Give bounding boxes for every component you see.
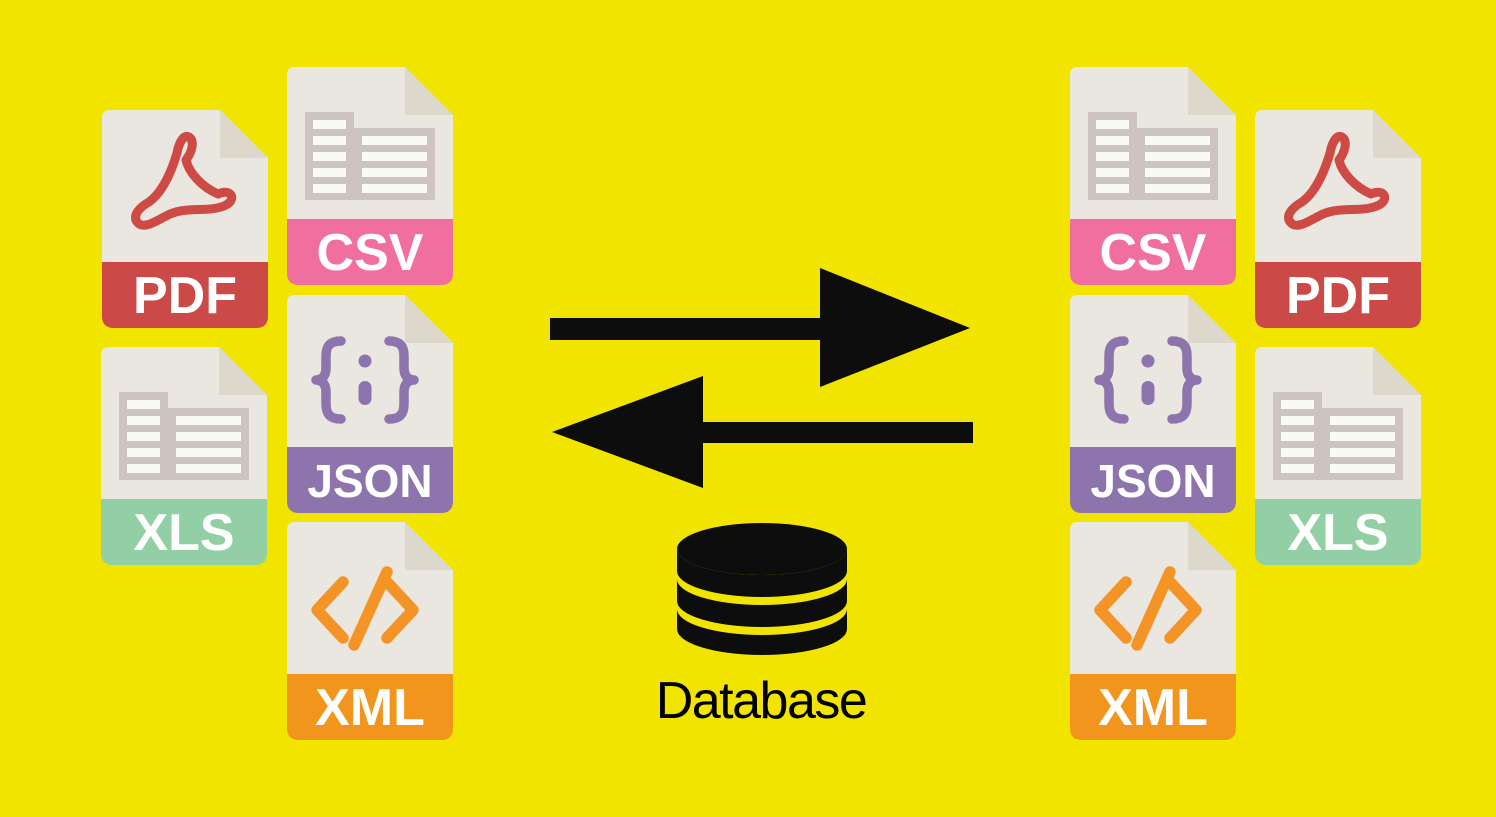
database-label: Database xyxy=(655,672,868,730)
folded-corner xyxy=(1188,67,1236,115)
format-label-csv: CSV xyxy=(316,224,424,282)
format-label-csv: CSV xyxy=(1099,224,1207,282)
file-icon-csv-right: CSV xyxy=(1070,67,1236,285)
file-icon-json-right: JSON xyxy=(1070,295,1236,513)
arrow-left-icon xyxy=(552,376,973,488)
format-label-json: JSON xyxy=(307,455,433,507)
file-icon-xls-right: XLS xyxy=(1255,347,1421,565)
folded-corner xyxy=(219,347,267,395)
arrow-right-icon xyxy=(550,268,970,387)
folded-corner xyxy=(220,110,268,158)
format-label-pdf: PDF xyxy=(1286,267,1390,325)
folded-corner xyxy=(1373,347,1421,395)
transfer-arrows xyxy=(550,268,973,488)
file-icon-xls-left: XLS xyxy=(101,347,267,565)
folded-corner xyxy=(405,295,453,343)
folded-corner xyxy=(405,522,453,570)
file-icon-pdf-left: PDF xyxy=(102,110,268,328)
format-label-pdf: PDF xyxy=(133,267,237,325)
format-label-json: JSON xyxy=(1090,455,1216,507)
folded-corner xyxy=(405,67,453,115)
format-label-xls: XLS xyxy=(1287,504,1389,562)
document-paper xyxy=(1070,295,1236,447)
file-icon-pdf-right: PDF xyxy=(1255,110,1421,328)
document-paper xyxy=(287,295,453,447)
format-label-xml: XML xyxy=(315,679,425,737)
file-icon-json-left: JSON xyxy=(287,295,453,513)
folded-corner xyxy=(1188,522,1236,570)
file-icon-xml-left: XML xyxy=(287,522,453,740)
file-icon-xml-right: XML xyxy=(1070,522,1236,740)
database-icon xyxy=(677,523,847,655)
file-icon-csv-left: CSV xyxy=(287,67,453,285)
format-label-xls: XLS xyxy=(133,504,235,562)
folded-corner xyxy=(1188,295,1236,343)
format-label-xml: XML xyxy=(1098,679,1208,737)
folded-corner xyxy=(1373,110,1421,158)
